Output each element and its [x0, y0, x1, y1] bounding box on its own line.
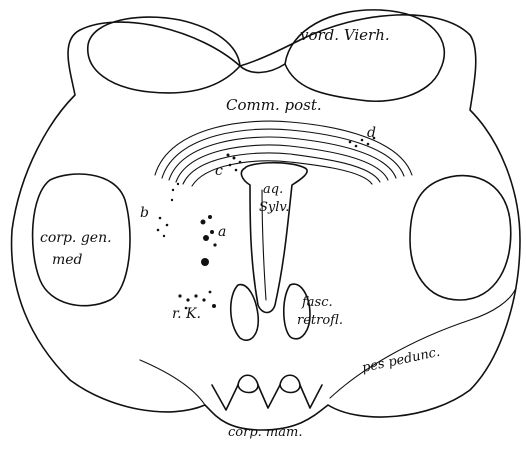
pes-pedunc-line	[330, 290, 515, 398]
outer-outline	[12, 15, 520, 430]
label-med: med	[52, 252, 83, 268]
label-rk: r. K.	[172, 306, 201, 322]
label-d: d	[367, 125, 376, 141]
label-corp-gen: corp. gen.	[40, 230, 112, 246]
label-aq: aq.	[263, 182, 283, 197]
label-a: a	[218, 224, 226, 240]
label-retrofl: retrofl.	[297, 313, 343, 328]
label-c: c	[215, 163, 223, 179]
label-fasc: fasc.	[301, 295, 333, 310]
fasc-retrofl-right	[284, 284, 310, 339]
right-oval	[410, 176, 511, 300]
fasc-retrofl-left	[231, 285, 259, 341]
corp-mam-bumps	[212, 375, 322, 410]
nucleus-dots-b	[157, 183, 180, 237]
label-b: b	[140, 205, 149, 221]
label-vord-vierh: vord. Vierh.	[300, 26, 390, 44]
top-notch	[240, 64, 285, 73]
label-sylv: Sylv.	[259, 200, 289, 215]
label-corp-mam: corp. mam.	[228, 425, 302, 440]
lower-left-line	[140, 360, 205, 405]
vierhugel-lobe-right	[285, 10, 444, 101]
label-comm-post: Comm. post.	[226, 96, 322, 114]
nucleus-dots-a	[201, 215, 217, 266]
